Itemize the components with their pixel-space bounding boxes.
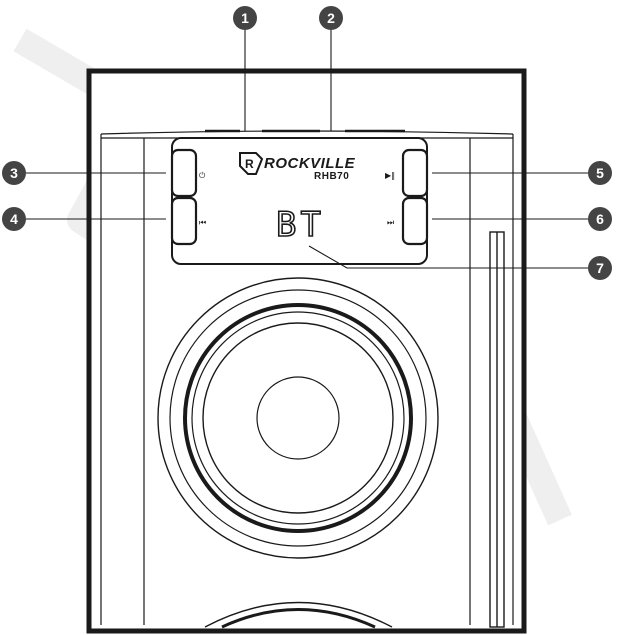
previous-track-icon: ⏮ <box>199 218 206 227</box>
callout-5-label: 5 <box>596 165 604 181</box>
leader-lines <box>26 30 590 269</box>
callout-4: 4 <box>2 207 26 231</box>
side-strip <box>489 231 505 628</box>
callout-7-label: 7 <box>596 260 604 276</box>
bass-port <box>204 601 393 629</box>
rockville-logo: R <box>239 152 264 175</box>
power-icon: ⏻ <box>199 171 206 180</box>
callout-5: 5 <box>588 161 612 185</box>
next-button[interactable] <box>401 196 429 246</box>
callout-1: 1 <box>233 6 257 30</box>
callout-6: 6 <box>588 207 612 231</box>
callout-6-label: 6 <box>596 211 604 227</box>
previous-button[interactable] <box>170 196 198 246</box>
callout-4-label: 4 <box>10 211 18 227</box>
callout-2: 2 <box>319 6 343 30</box>
next-track-icon: ⏭ <box>387 218 394 227</box>
callout-3: 3 <box>2 161 26 185</box>
play-pause-icon: ▶‖ <box>385 171 395 180</box>
callout-1-label: 1 <box>241 10 249 26</box>
callout-7: 7 <box>588 256 612 280</box>
woofer <box>157 277 439 559</box>
svg-text:R: R <box>245 157 254 171</box>
brand-name: ROCKVILLE <box>264 155 356 172</box>
model-name: RHB70 <box>314 171 349 182</box>
callout-2-label: 2 <box>327 10 335 26</box>
play-pause-button[interactable] <box>401 148 429 198</box>
power-button[interactable] <box>170 148 198 198</box>
callout-3-label: 3 <box>10 165 18 181</box>
lcd-display: BT <box>276 205 325 245</box>
